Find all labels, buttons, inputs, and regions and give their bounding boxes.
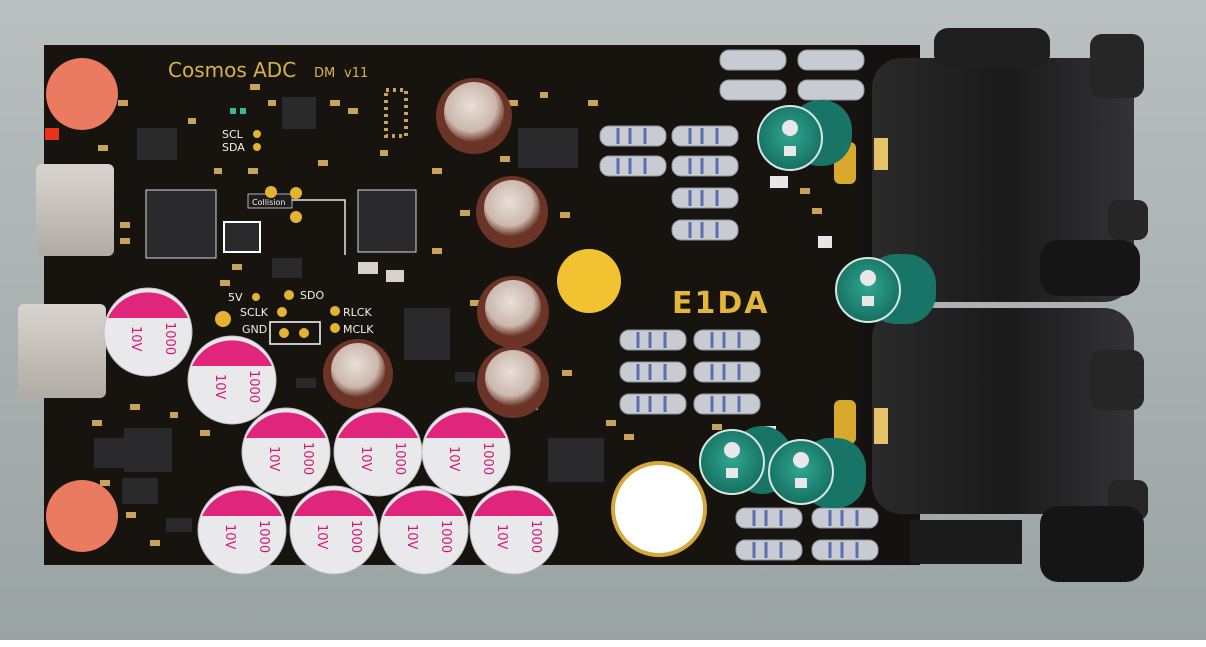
capacitor-1000uf: 1000 10V: [103, 287, 193, 377]
pad-gnd-2: [299, 328, 309, 338]
gold-pad-center: [557, 249, 621, 313]
label-sclk: SCLK: [240, 306, 269, 319]
capacitor-1000uf: 1000 10V: [421, 407, 511, 497]
label-sda: SDA: [222, 141, 245, 154]
label-gnd: GND: [242, 323, 267, 336]
label-scl: SCL: [222, 128, 244, 141]
capacitor-value-label: 1000: [348, 520, 363, 553]
capacitor-value-label: 1000: [438, 520, 453, 553]
white-pad: [615, 465, 703, 553]
board-title: Cosmos ADC: [168, 58, 296, 82]
capacitor-value-label: 1000: [162, 322, 177, 355]
capacitor-1000uf: 1000 10V: [379, 485, 469, 575]
xlr-connector-bottom: [872, 308, 1148, 582]
capacitor-voltage-label: 10V: [266, 446, 281, 472]
capacitor-value-label: 1000: [256, 520, 271, 553]
capacitor-voltage-label: 10V: [404, 524, 419, 550]
pad-sda: [253, 143, 261, 151]
resistor-array: [599, 49, 879, 561]
usb-connector-bottom: [18, 304, 106, 398]
collision-tag: Collision: [252, 198, 286, 207]
mounting-pad-top: [46, 58, 118, 130]
capacitor-voltage-label: 10V: [446, 446, 461, 472]
capacitor-voltage-label: 10V: [212, 374, 227, 400]
capacitor-value-label: 1000: [528, 520, 543, 553]
capacitor-voltage-label: 10V: [314, 524, 329, 550]
capacitor-value-label: 1000: [480, 442, 495, 475]
collision-trace: [292, 199, 346, 255]
label-sdo: SDO: [300, 289, 324, 302]
capacitor-voltage-label: 10V: [494, 524, 509, 550]
capacitor-voltage-label: 10V: [222, 524, 237, 550]
gnd-header-box: [269, 321, 321, 345]
capacitor-1000uf: 1000 10V: [289, 485, 379, 575]
brown-capacitors: [323, 78, 549, 418]
pad-sclk: [277, 307, 287, 317]
capacitor-value-label: 1000: [392, 442, 407, 475]
capacitor-1000uf: 1000 10V: [469, 485, 559, 575]
board-version: v11: [344, 66, 368, 81]
bottom-strip: [0, 640, 1206, 647]
xlr-connector-top: [872, 28, 1148, 302]
green-capacitors: [699, 100, 936, 508]
red-led: [45, 128, 59, 140]
via: [290, 211, 302, 223]
ic-chips: [94, 97, 604, 504]
pad-mclk: [330, 323, 340, 333]
capacitor-1000uf: 1000 10V: [187, 335, 277, 425]
capacitor-voltage-label: 10V: [128, 326, 143, 352]
label-mclk: MCLK: [343, 323, 374, 336]
usb-connector-top: [36, 164, 114, 256]
via: [290, 187, 302, 199]
capacitor-1000uf: 1000 10V: [241, 407, 331, 497]
pad-scl: [253, 130, 261, 138]
via: [265, 186, 277, 198]
mounting-pad-bottom: [46, 480, 118, 552]
capacitor-1000uf: 1000 10V: [197, 485, 287, 575]
label-5v: 5V: [228, 291, 243, 304]
pad-rlck: [330, 306, 340, 316]
label-rlck: RLCK: [343, 306, 372, 319]
board-logo: E1DA: [672, 286, 770, 321]
pad-5v: [252, 293, 260, 301]
pad-gnd: [279, 328, 289, 338]
capacitor-voltage-label: 10V: [358, 446, 373, 472]
pad-left: [215, 311, 231, 327]
capacitor-1000uf: 1000 10V: [333, 407, 423, 497]
board-variant: DM: [314, 66, 335, 81]
capacitor-value-label: 1000: [246, 370, 261, 403]
pad-sdo: [284, 290, 294, 300]
capacitor-value-label: 1000: [300, 442, 315, 475]
